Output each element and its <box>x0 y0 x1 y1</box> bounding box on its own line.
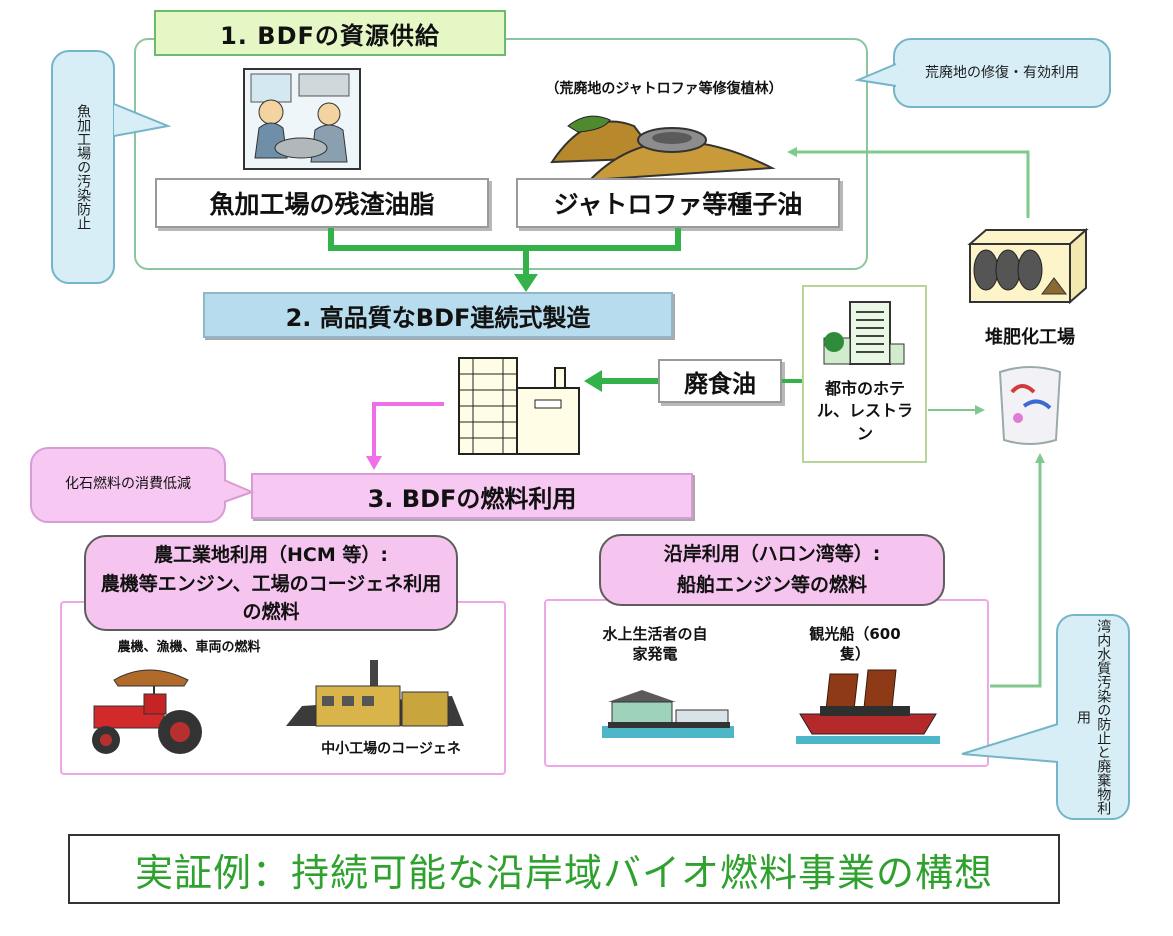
waste-oil-box: 廃食油 <box>658 359 782 403</box>
jatropha-note: （荒廃地のジャトロファ等修復植林） <box>545 81 783 97</box>
bay-to-compost-arrow <box>990 453 1045 688</box>
fossil-fuel-callout-tail <box>223 479 255 503</box>
factory-caption: 中小工場のコージェネ <box>321 741 461 757</box>
wasteland-callout: 荒廃地の修復・有効利用 <box>893 38 1111 108</box>
section2-header: 2. 高品質なBDF連続式製造 <box>203 292 673 338</box>
farm-machine-caption: 農機、漁機、車両の燃料 <box>117 640 261 655</box>
factory-illustration <box>282 656 468 736</box>
hotels-label: 都市のホテル、レストラン <box>816 379 913 443</box>
floating-house-illustration <box>602 680 734 740</box>
compost-to-jatropha-arrow <box>787 147 1030 218</box>
section1-header: 1. BDFの資源供給 <box>154 10 506 56</box>
footer-title: 実証例：持続可能な沿岸域バイオ燃料事業の構想 <box>68 834 1060 904</box>
land-usage-bubble: 農工業地利用（HCM 等）: 農機等エンジン、工場のコージェネ利用の燃料 <box>84 535 458 631</box>
fish-pollution-callout: 魚加工場の汚染防止 <box>51 50 115 284</box>
coastal-usage-title: 沿岸利用（ハロン湾等）: <box>663 542 881 565</box>
compost-bag-illustration <box>994 362 1066 450</box>
tractor-illustration <box>84 662 210 758</box>
compost-label: 堆肥化工場 <box>985 327 1075 348</box>
fish-factory-illustration <box>243 68 361 170</box>
plant-to-usage-arrow <box>372 402 444 458</box>
wasteland-callout-tail <box>854 63 897 87</box>
source-merge-arrow <box>328 228 681 251</box>
hotel-building-illustration <box>820 298 908 368</box>
fossil-fuel-callout: 化石燃料の消費低減 <box>30 447 226 523</box>
bdf-plant-illustration <box>455 354 581 458</box>
jatropha-hill-illustration <box>548 104 776 182</box>
bay-pollution-callout: 湾内水質汚染の防止と廃棄物利用 <box>1056 614 1130 820</box>
bay-pollution-callout-tail <box>961 723 1059 763</box>
tourist-boat-caption: 観光船（600 隻） <box>809 625 901 664</box>
land-usage-title: 農工業地利用（HCM 等）: <box>154 543 388 566</box>
tourist-boat-illustration <box>796 664 940 748</box>
coastal-usage-subtitle: 船舶エンジン等の燃料 <box>676 574 867 596</box>
fish-pollution-callout-tail <box>113 103 172 137</box>
jatropha-oil-box: ジャトロファ等種子油 <box>516 178 840 228</box>
coastal-usage-bubble: 沿岸利用（ハロン湾等）: 船舶エンジン等の燃料 <box>599 534 945 606</box>
section3-header: 3. BDFの燃料利用 <box>251 473 693 519</box>
land-usage-subtitle: 農機等エンジン、工場のコージェネ利用の燃料 <box>100 573 442 623</box>
floating-house-caption: 水上生活者の自家発電 <box>602 625 708 664</box>
compost-factory-illustration <box>962 222 1092 306</box>
fish-oil-box: 魚加工場の残渣油脂 <box>155 178 489 228</box>
